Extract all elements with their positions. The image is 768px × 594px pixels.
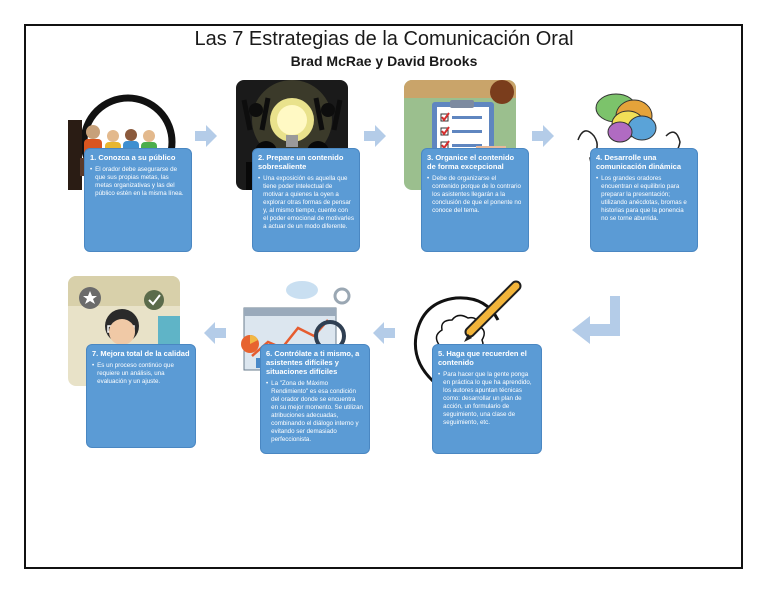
step-title: 4. Desarrolle una comunicación dinámica [596,153,682,171]
bullet-icon: • [266,380,269,387]
step-title: 7. Mejora total de la calidad [92,349,190,358]
step-title: 1. Conozca a su público [90,153,176,162]
bullet-icon: • [90,166,93,173]
arrow-left-icon [373,322,395,344]
bullet-icon: • [438,371,441,378]
step-card-7: 7. Mejora total de la calidad •Es un pro… [86,344,196,448]
step-text: El orador debe asegurarse de que sus pro… [95,166,184,198]
step-title: 3. Organice el contenido de forma excepc… [427,153,515,171]
step-card-5: 5. Haga que recuerden el contenido •Para… [432,344,542,454]
step-text: Para hacer que la gente ponga en práctic… [443,371,532,427]
arrow-right-icon [532,125,554,147]
step-text: La "Zona de Máximo Rendimiento" es esa c… [271,380,363,444]
bullet-icon: • [596,175,599,182]
step-card-2: 2. Prepare un contenido sobresaliente •U… [252,148,360,252]
bullet-icon: • [92,362,95,369]
step-title: 6. Contrólate a ti mismo, a asistentes d… [266,349,360,376]
step-card-4: 4. Desarrolle una comunicación dinámica … [590,148,698,252]
page-title: Las 7 Estrategias de la Comunicación Ora… [194,28,574,50]
bullet-icon: • [258,175,261,182]
arrow-bent-icon [572,296,620,344]
arrow-left-icon [204,322,226,344]
arrow-right-icon [364,125,386,147]
step-text: Los grandes oradores encuentran el equil… [601,175,687,223]
page-subtitle: Brad McRae y David Brooks [290,53,478,69]
step-text: Una exposición es aquella que tiene pode… [263,175,354,231]
bullet-icon: • [427,175,430,182]
step-text: Debe de organizarse el contenido porque … [432,175,522,215]
step-text: Es un proceso continúo que requiere un a… [97,362,174,386]
step-title: 2. Prepare un contenido sobresaliente [258,153,344,171]
step-title: 5. Haga que recuerden el contenido [438,349,527,367]
step-card-1: 1. Conozca a su público •El orador debe … [84,148,192,252]
step-card-3: 3. Organice el contenido de forma excepc… [421,148,529,252]
step-card-6: 6. Contrólate a ti mismo, a asistentes d… [260,344,370,454]
arrow-right-icon [195,125,217,147]
